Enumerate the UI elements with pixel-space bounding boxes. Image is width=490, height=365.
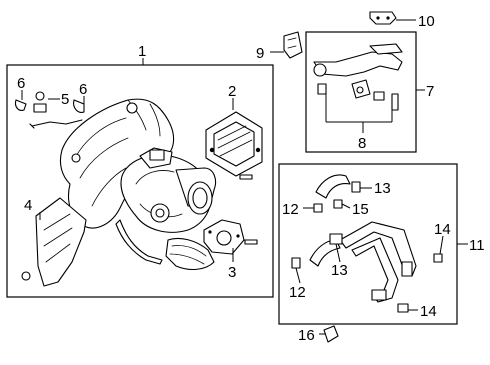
callout-7: 7	[426, 83, 434, 100]
callout-1: 1	[138, 43, 146, 60]
oil-feed-pipe	[313, 43, 403, 111]
coolant-pipes	[291, 174, 443, 343]
callout-6-right: 6	[79, 81, 87, 98]
callout-11: 11	[469, 237, 485, 254]
callout-14-upper: 14	[434, 221, 451, 238]
turbocharger-assembly	[59, 98, 217, 271]
callout-9: 9	[256, 45, 264, 62]
callout-15: 15	[352, 201, 369, 218]
callout-2: 2	[228, 83, 236, 100]
callout-12-lower: 12	[289, 284, 306, 301]
callout-4: 4	[24, 197, 32, 214]
callout-labels: 1 2 3 4 5 6 6 7 8 9 10 11 12 12 13 13 14…	[17, 13, 485, 344]
leader-lines	[21, 19, 468, 335]
callout-12-upper: 12	[282, 201, 299, 218]
oil-feed-pipe-frame	[305, 31, 417, 153]
callout-14-lower: 14	[420, 303, 437, 320]
outlet-gasket	[203, 219, 245, 255]
callout-16: 16	[298, 327, 315, 344]
small-fasteners-main	[14, 91, 258, 245]
callout-3: 3	[228, 264, 236, 281]
callout-5: 5	[61, 91, 69, 108]
clip-10	[369, 11, 397, 25]
callout-13-upper: 13	[374, 180, 391, 197]
bracket-9	[283, 31, 303, 59]
callout-8: 8	[358, 135, 366, 152]
turbocharger-assembly-frame	[6, 64, 274, 298]
callout-6-left: 6	[17, 75, 25, 92]
turbo-actuator	[205, 111, 263, 177]
callout-10: 10	[418, 13, 435, 30]
callout-13-lower: 13	[331, 262, 348, 279]
heat-shield	[21, 197, 87, 287]
